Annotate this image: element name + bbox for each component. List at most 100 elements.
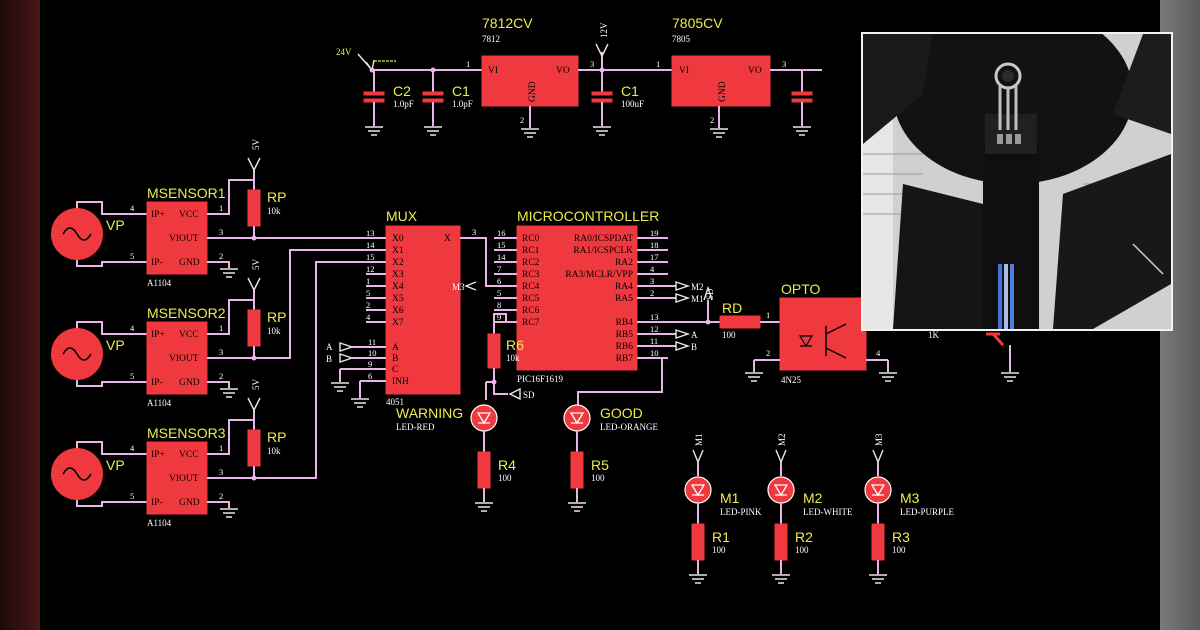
capacitor-c1-plate — [422, 91, 444, 96]
mux-net-b: B — [326, 354, 332, 364]
mux-pin-x4: X4 — [392, 282, 404, 292]
ground-icon — [220, 268, 238, 278]
ground-icon — [220, 508, 238, 518]
mcu-pin-number: 6 — [497, 276, 501, 286]
pin-vcc: VCC — [179, 450, 199, 460]
c2-ref: C2 — [393, 83, 411, 99]
resistor-ref: R4 — [498, 457, 516, 473]
optocoupler-4n25 — [779, 297, 867, 371]
sine-icon — [62, 467, 92, 481]
wire-rb7-good — [577, 357, 663, 408]
mux-pin-x7: X7 — [392, 318, 404, 328]
led-part: LED-PINK — [720, 507, 762, 517]
pin-vcc: VCC — [179, 210, 199, 220]
ground-icon — [1001, 372, 1019, 382]
mcu-pin-number: 10 — [650, 348, 659, 358]
sensor-part: A1104 — [147, 518, 172, 528]
sensor-section: VP45MSENSOR1IP+VCCVIOUTIP-GNDA11041325VR… — [51, 139, 374, 528]
svg-text:5: 5 — [130, 491, 134, 501]
mux-ref: MUX — [386, 208, 418, 224]
resistor-val: 100 — [712, 545, 726, 555]
microcontroller-pic16f1619 — [516, 225, 638, 371]
svg-text:3: 3 — [472, 227, 476, 237]
resistor-r3 — [871, 523, 885, 561]
vcc-net-label: 5V — [251, 379, 261, 391]
pin-gnd: GND — [179, 498, 200, 508]
reg-7805-name: 7805CV — [672, 15, 723, 31]
schematic-canvas: 24V C2 1.0pF C1 1.0pF 7812CV 7812 VI VO … — [40, 0, 1173, 630]
resistor-rp — [247, 189, 261, 227]
mcu-pin-ra0-icspdat: RA0/ICSPDAT — [574, 234, 633, 244]
rail-12v-label: 12V — [599, 22, 609, 38]
led-part: LED-PURPLE — [900, 507, 955, 517]
pin-gnd: GND — [179, 378, 200, 388]
svg-text:5: 5 — [130, 251, 134, 261]
mcu-pin-number: 13 — [650, 312, 659, 322]
c1b-ref: C1 — [621, 83, 639, 99]
transistor-icon — [986, 332, 1005, 347]
mcu-pin-rc5: RC5 — [522, 294, 540, 304]
net-flag-icon — [339, 342, 355, 363]
ground-icon — [793, 126, 811, 136]
resistor-r4 — [477, 451, 491, 489]
net-flag-icon — [872, 449, 884, 464]
mux-part: 4051 — [386, 397, 404, 407]
mcu-pin-number: 17 — [650, 252, 659, 262]
mcu-pin-number: 9 — [497, 312, 501, 322]
resistor-ref: R2 — [795, 529, 813, 545]
power-flag-icon — [247, 397, 261, 412]
led-icon — [684, 476, 712, 504]
reg-7805-val: 7805 — [672, 34, 691, 44]
svg-text:1: 1 — [766, 310, 770, 320]
mcu-pin-number: 18 — [650, 240, 659, 250]
mux-pin-number: 9 — [368, 359, 372, 369]
mcu-pin-rc6: RC6 — [522, 306, 540, 316]
mux-pin-number: 1 — [366, 276, 370, 286]
svg-text:3: 3 — [590, 59, 594, 69]
diode-icon — [773, 484, 789, 497]
sensor-part: A1104 — [147, 398, 172, 408]
mcu-pin-rc3: RC3 — [522, 270, 540, 280]
led-ref: GOOD — [600, 405, 643, 421]
svg-text:1: 1 — [219, 323, 223, 333]
net-flag-icon — [775, 449, 787, 464]
mux-pin-number: 4 — [366, 312, 371, 322]
resistor-rd — [719, 315, 761, 329]
mcu-pin-rc1: RC1 — [522, 246, 540, 256]
driver-section: RD 100 OPTO 1 2 4 4N25 1K — [719, 281, 1019, 385]
mux-pin-number: 12 — [366, 264, 375, 274]
opto-ref: OPTO — [781, 281, 821, 297]
led-section: WARNINGLED-REDR4100GOODLED-ORANGER5100M1… — [396, 404, 955, 584]
mcu-pin-rb4: RB4 — [616, 318, 634, 328]
sensor-block-2: VP45MSENSOR2IP+VCCVIOUTIP-GNDA11041325VR… — [51, 249, 374, 408]
led-icon — [767, 476, 795, 504]
net-flag-icon — [464, 281, 477, 291]
left-border-band — [0, 0, 40, 630]
source-label: VP — [106, 337, 125, 353]
input-net-label: 24V — [336, 47, 352, 57]
diode-icon — [690, 484, 706, 497]
sensor-part: A1104 — [147, 278, 172, 288]
svg-text:2: 2 — [219, 251, 223, 261]
pin-ip: IP+ — [151, 210, 165, 220]
mcu-pin-number: 3 — [650, 276, 654, 286]
ground-icon — [593, 126, 611, 136]
fan-sensor-photo — [863, 34, 1171, 329]
led-part: LED-RED — [396, 422, 435, 432]
sensor-ref: MSENSOR2 — [147, 305, 226, 321]
led-icon — [563, 404, 591, 432]
wire-rc7 — [493, 313, 517, 334]
c1-ref: C1 — [452, 83, 470, 99]
mux-pin-x1: X1 — [392, 246, 404, 256]
power-flag-icon — [247, 157, 261, 172]
resistor-r2 — [774, 523, 788, 561]
mcu-net-a: A — [691, 330, 698, 340]
c1b-val: 100uF — [621, 99, 644, 109]
led-ref: M1 — [720, 490, 740, 506]
opto-led-icon — [798, 335, 814, 348]
c1-val: 1.0pF — [452, 99, 473, 109]
net-flag-icon — [508, 387, 521, 401]
mcu-section: MICROCONTROLLER RC016RC115RC214RC37RC46R… — [485, 208, 720, 408]
